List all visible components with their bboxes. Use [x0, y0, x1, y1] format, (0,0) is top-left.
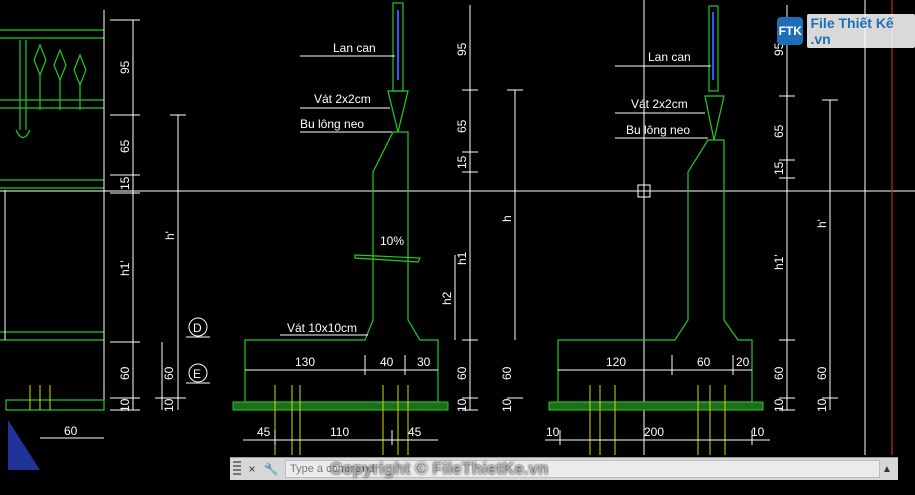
dim-65-a: 65 [455, 119, 469, 133]
left-dim-stack [110, 19, 186, 411]
dim-b-20: 20 [736, 355, 750, 369]
dim-15-b: 15 [772, 161, 786, 175]
logo-badge: FTK [777, 17, 804, 45]
dim-60-b2: 60 [815, 366, 829, 380]
dim-65-left: 65 [118, 139, 132, 153]
drag-handle-icon[interactable] [233, 461, 241, 477]
dim-10-b2: 10 [815, 398, 829, 412]
dim-b-60: 60 [697, 355, 711, 369]
settings-icon[interactable]: 🔧 [263, 462, 279, 476]
left-elevation [0, 10, 105, 470]
label-h-a: h [500, 215, 514, 222]
label-h1-prime-b: h1' [772, 254, 786, 270]
site-logo: FTK File Thiết Kế .vn [777, 14, 915, 48]
command-line-bar: × 🔧 Type a command ▲ [230, 457, 898, 480]
label-h-prime-left: h' [163, 231, 177, 240]
logo-text: File Thiết Kế .vn [807, 14, 915, 48]
label-h2-a: h2 [440, 291, 454, 305]
pickbox [637, 184, 651, 198]
section-marker-d[interactable]: D [186, 317, 210, 338]
label-h1-a: h1 [455, 251, 469, 265]
section-a-geometry [232, 2, 449, 455]
section-b-geometry [545, 5, 770, 455]
marker-e-label: E [193, 367, 201, 381]
scroll-up-icon[interactable]: ▲ [882, 463, 892, 475]
dim-60-a: 60 [455, 366, 469, 380]
dim-60-b: 60 [772, 366, 786, 380]
command-input[interactable]: Type a command [285, 460, 880, 478]
label-vat-10x10: Vát 10x10cm [287, 321, 357, 335]
dim-a-130: 130 [295, 355, 315, 369]
dim-10-a: 10 [455, 398, 469, 412]
dim-15-a: 15 [455, 155, 469, 169]
label-bulong-b: Bu lông neo [626, 123, 690, 137]
dim-60-left-a: 60 [118, 366, 132, 380]
dim-65-b: 65 [772, 124, 786, 138]
marker-d-label: D [193, 321, 202, 335]
label-h1-prime-left: h1' [118, 260, 132, 276]
label-slope: 10% [380, 234, 404, 248]
dim-60-a2: 60 [500, 366, 514, 380]
section-b-vdims [779, 5, 838, 411]
label-lan-can-b: Lan can [648, 50, 691, 64]
dim-b-10: 10 [546, 425, 560, 439]
dim-15-left: 15 [118, 176, 132, 190]
dim-60-bottom-left: 60 [64, 424, 78, 438]
label-bulong-a: Bu lông neo [300, 117, 364, 131]
dim-10-left-a: 10 [118, 398, 132, 412]
section-marker-e[interactable]: E [186, 363, 210, 384]
dim-10-b: 10 [772, 398, 786, 412]
dim-a-45: 45 [257, 425, 271, 439]
label-h-prime-b: h' [815, 219, 829, 228]
label-lan-can-a: Lan can [333, 41, 376, 55]
dim-10-left-b: 10 [162, 398, 176, 412]
dim-95-a: 95 [455, 42, 469, 56]
close-icon[interactable]: × [248, 462, 256, 476]
label-vat-2x2-b: Vát 2x2cm [631, 97, 688, 111]
section-a-vdims [454, 5, 523, 411]
dim-60-left-b: 60 [162, 366, 176, 380]
dim-95-left: 95 [118, 60, 132, 74]
dim-b-200: 200 [644, 425, 664, 439]
dim-a-40: 40 [380, 355, 394, 369]
dim-a-30: 30 [417, 355, 431, 369]
dim-a-45b: 45 [408, 425, 422, 439]
dim-b-10b: 10 [751, 425, 765, 439]
dim-95-b: 95 [772, 42, 786, 56]
dim-a-110: 110 [330, 425, 349, 439]
dim-b-120: 120 [606, 355, 626, 369]
label-vat-2x2-a: Vát 2x2cm [314, 92, 371, 106]
dim-10-a2: 10 [500, 398, 514, 412]
